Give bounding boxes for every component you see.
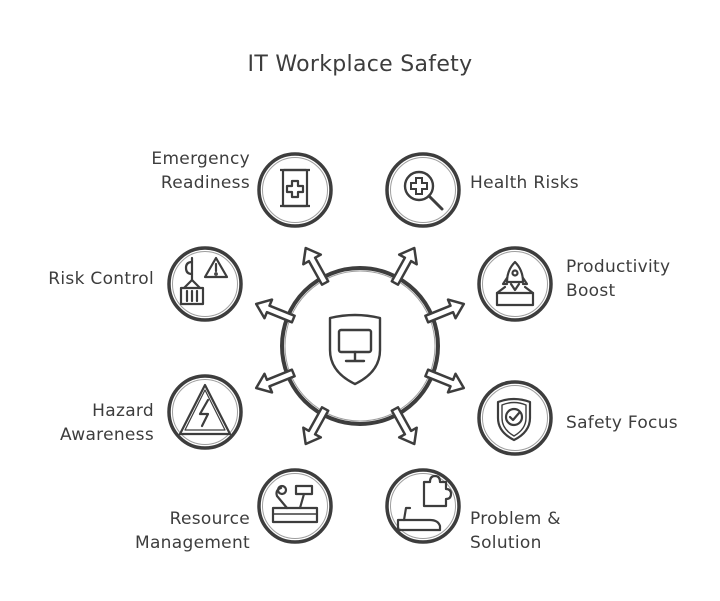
arrow-to-productivity-boost bbox=[424, 298, 466, 324]
warning-triangle-icon bbox=[178, 383, 232, 436]
magnifier-plus-icon bbox=[403, 170, 444, 211]
puzzle-hand-icon bbox=[396, 474, 453, 532]
label-productivity-boost: Productivity Boost bbox=[566, 255, 670, 303]
page-title: IT Workplace Safety bbox=[247, 52, 473, 77]
label-line: Boost bbox=[566, 281, 616, 301]
label-line: Risk Control bbox=[48, 269, 154, 289]
monitor-shield-icon bbox=[328, 313, 382, 386]
node-risk-control bbox=[167, 246, 243, 322]
label-resource-management: Resource Management bbox=[135, 507, 250, 555]
center-hub bbox=[280, 266, 440, 426]
toolbox-icon bbox=[271, 484, 319, 524]
label-line: Management bbox=[135, 533, 250, 553]
label-safety-focus: Safety Focus bbox=[566, 411, 678, 435]
arrow-to-health-risks bbox=[390, 246, 418, 286]
arrow-to-resource-management bbox=[302, 406, 330, 446]
label-health-risks: Health Risks bbox=[470, 171, 579, 195]
crane-hazard-icon bbox=[179, 256, 229, 306]
arrow-to-emergency-readiness bbox=[302, 246, 330, 286]
label-line: Safety Focus bbox=[566, 413, 678, 433]
arrow-to-hazard-awareness bbox=[254, 368, 296, 394]
first-aid-cabinet-icon bbox=[280, 168, 310, 208]
shield-check-icon bbox=[496, 397, 532, 442]
label-line: Resource bbox=[169, 509, 250, 529]
label-hazard-awareness: Hazard Awareness bbox=[60, 399, 154, 447]
label-line: Readiness bbox=[160, 173, 250, 193]
arrow-to-safety-focus bbox=[424, 368, 466, 394]
label-emergency-readiness: Emergency Readiness bbox=[151, 147, 250, 195]
label-problem-solution: Problem & Solution bbox=[470, 507, 561, 555]
label-risk-control: Risk Control bbox=[48, 267, 154, 291]
node-productivity-boost bbox=[477, 246, 553, 322]
node-resource-management bbox=[257, 468, 333, 544]
label-line: Awareness bbox=[60, 425, 154, 445]
label-line: Problem & bbox=[470, 509, 561, 529]
label-line: Health Risks bbox=[470, 173, 579, 193]
arrow-to-problem-solution bbox=[390, 406, 418, 446]
label-line: Hazard bbox=[92, 401, 154, 421]
arrows bbox=[254, 246, 466, 446]
label-line: Productivity bbox=[566, 257, 671, 277]
rocket-launch-icon bbox=[495, 260, 535, 307]
arrow-to-risk-control bbox=[254, 298, 296, 324]
label-line: Solution bbox=[470, 533, 542, 553]
label-line: Emergency bbox=[151, 149, 250, 169]
node-emergency-readiness bbox=[257, 152, 333, 228]
